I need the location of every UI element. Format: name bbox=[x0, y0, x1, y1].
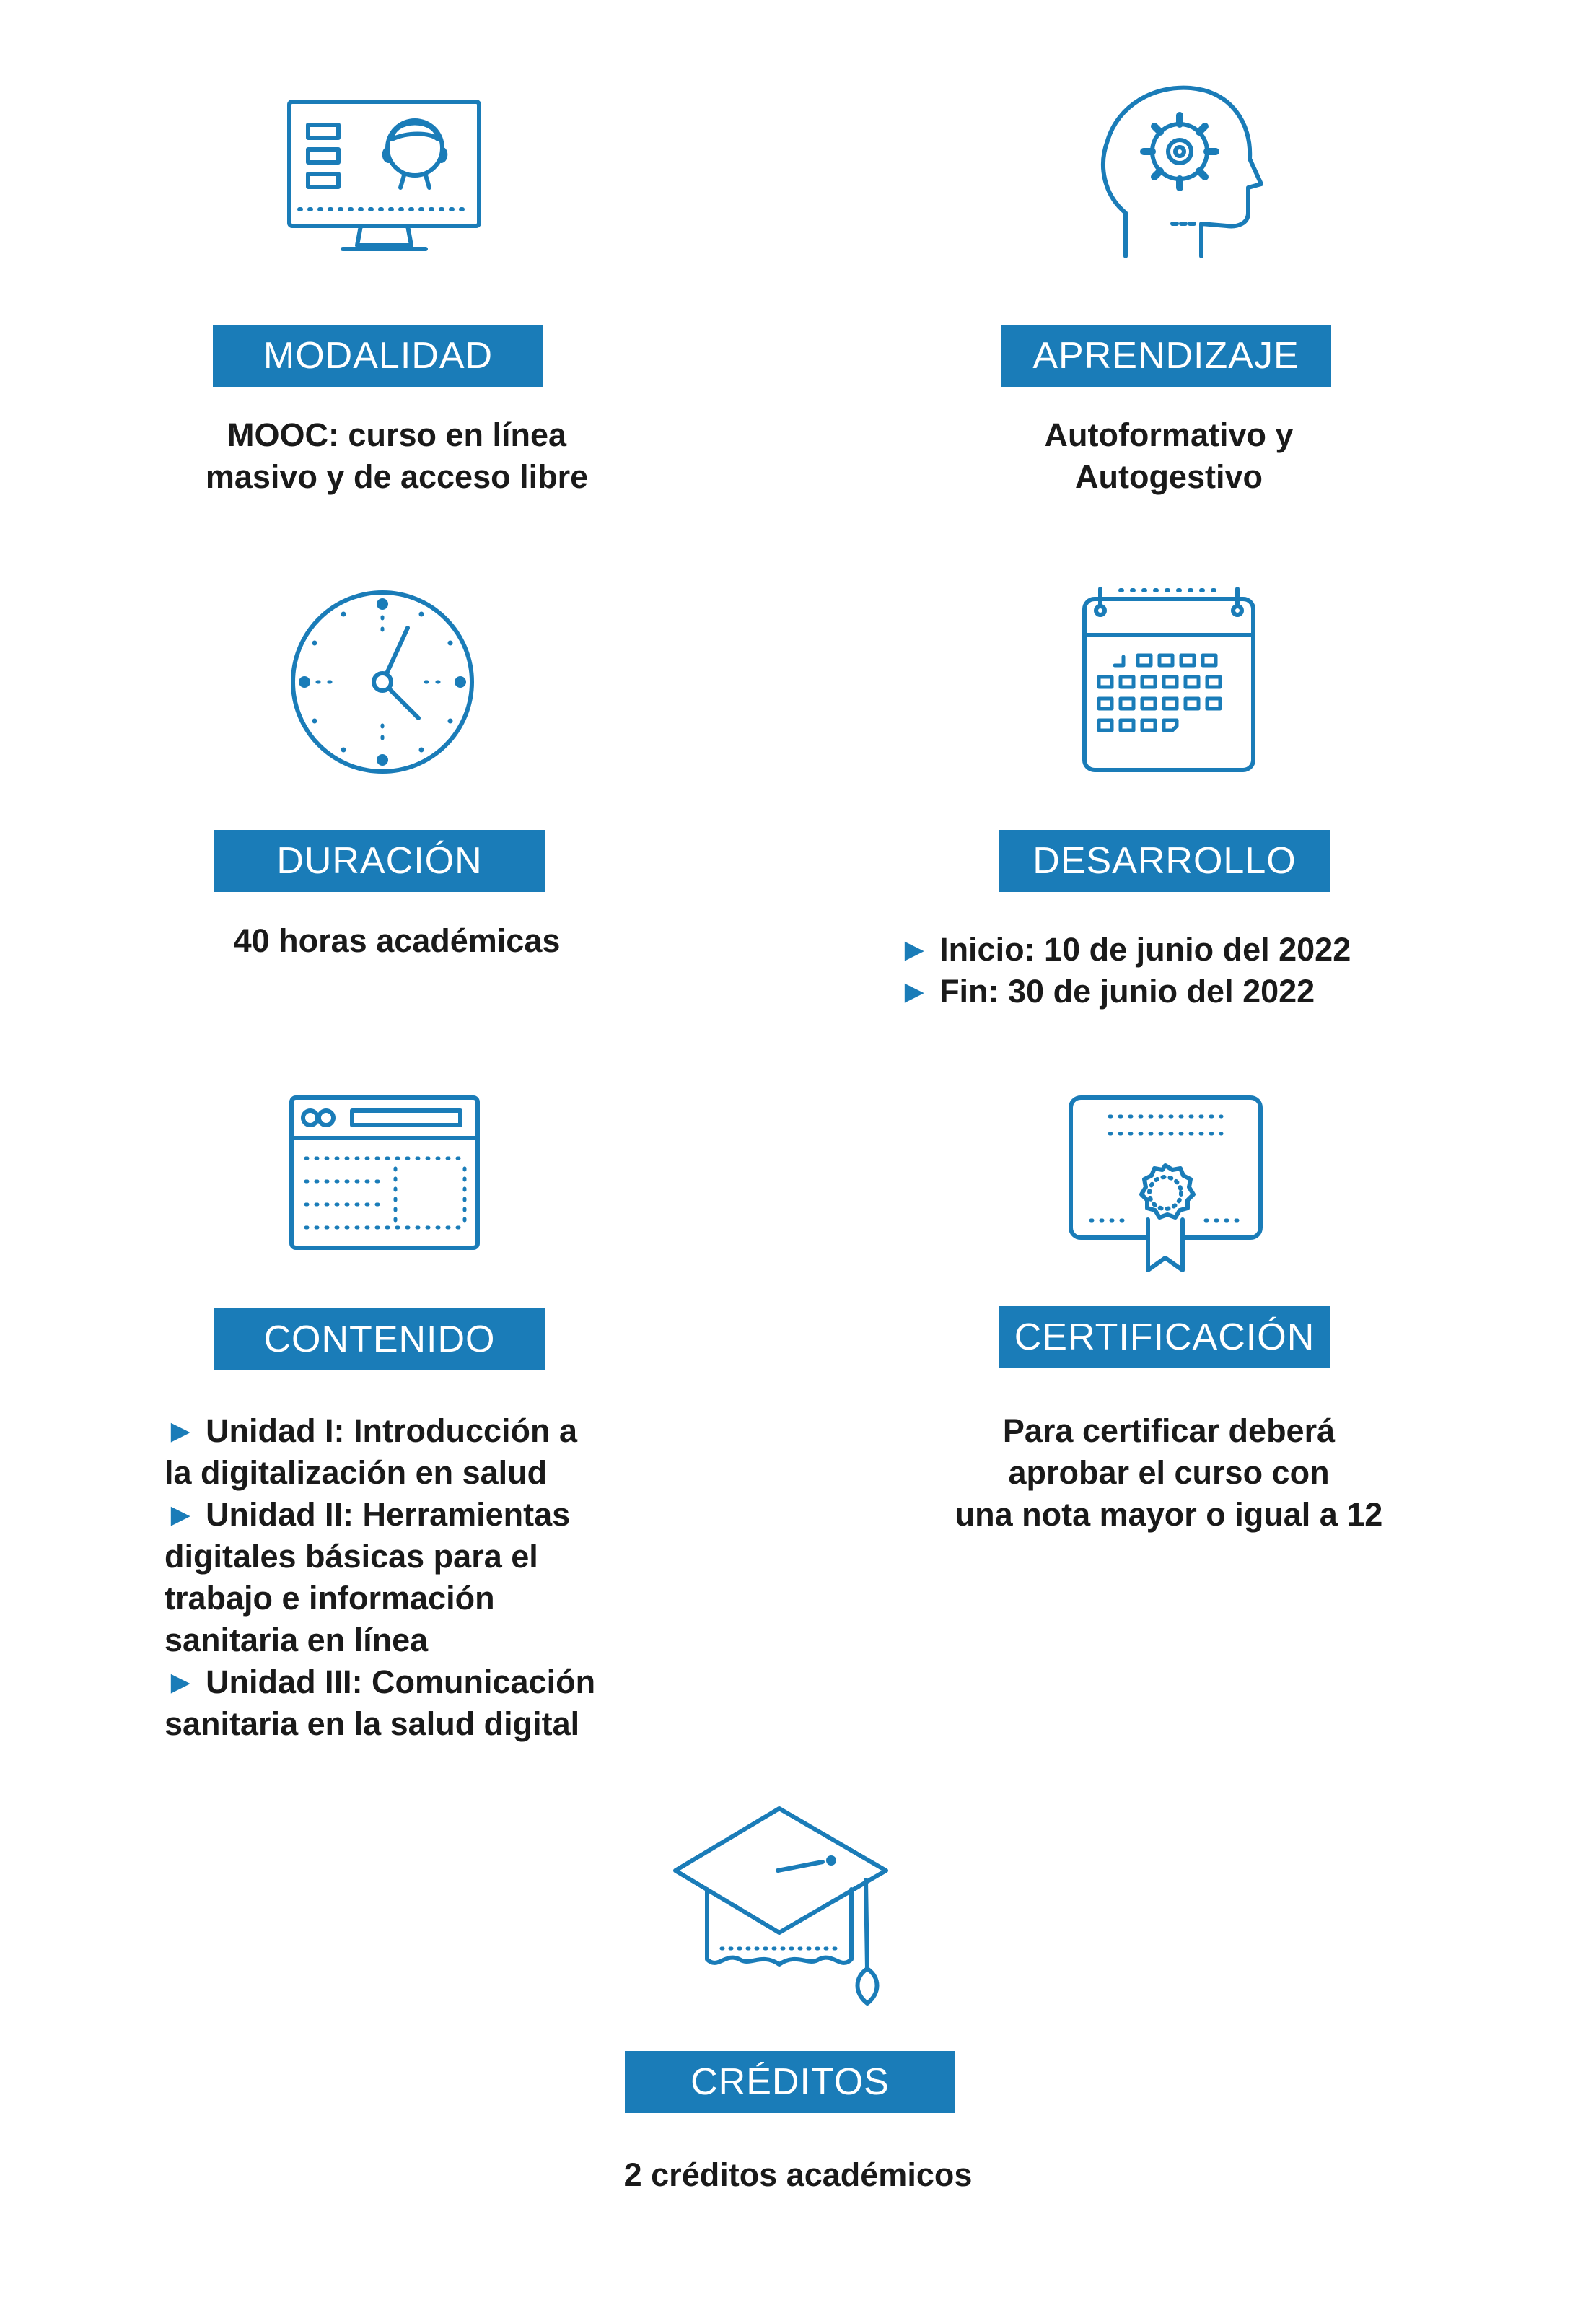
head-gear-icon bbox=[1097, 79, 1263, 260]
contenido-item: ► Unidad III: Comunicación bbox=[165, 1663, 596, 1700]
duracion-description: 40 horas académicas bbox=[233, 922, 561, 959]
duracion-label: DURACIÓN bbox=[214, 830, 545, 892]
contenido-label: CONTENIDO bbox=[214, 1308, 545, 1370]
contenido-description: ► Unidad I: Introducción a la digitaliza… bbox=[165, 1410, 713, 1745]
modalidad-label: MODALIDAD bbox=[213, 325, 543, 387]
certificacion-description: Para certificar deberá aprobar el curso … bbox=[955, 1412, 1383, 1533]
bullet-arrow-icon: ► bbox=[165, 1412, 197, 1449]
certificacion-label: CERTIFICACIÓN bbox=[999, 1306, 1330, 1368]
desarrollo-item: ► Inicio: 10 de junio del 2022 bbox=[898, 931, 1351, 968]
clock-icon bbox=[289, 588, 476, 776]
aprendizaje-description: Autoformativo y Autogestivo bbox=[1044, 416, 1294, 495]
graduation-cap-icon bbox=[671, 1804, 891, 2006]
monitor-user-icon bbox=[285, 97, 483, 260]
desarrollo-description: ► Inicio: 10 de junio del 2022 ► Fin: 30… bbox=[898, 929, 1476, 1012]
aprendizaje-label: APRENDIZAJE bbox=[1001, 325, 1331, 387]
certificate-icon bbox=[1066, 1093, 1265, 1277]
calendar-icon bbox=[1079, 585, 1259, 776]
browser-layout-icon bbox=[287, 1093, 482, 1252]
bullet-arrow-icon: ► bbox=[898, 973, 931, 1010]
contenido-item: ► Unidad II: Herramientas bbox=[165, 1496, 571, 1533]
bullet-arrow-icon: ► bbox=[165, 1663, 197, 1700]
modalidad-description: MOOC: curso en línea masivo y de acceso … bbox=[205, 416, 589, 495]
desarrollo-item: ► Fin: 30 de junio del 2022 bbox=[898, 973, 1315, 1010]
creditos-label: CRÉDITOS bbox=[625, 2051, 955, 2113]
bullet-arrow-icon: ► bbox=[898, 931, 931, 968]
contenido-item: ► Unidad I: Introducción a bbox=[165, 1412, 578, 1449]
bullet-arrow-icon: ► bbox=[165, 1496, 197, 1533]
desarrollo-label: DESARROLLO bbox=[999, 830, 1330, 892]
creditos-description: 2 créditos académicos bbox=[623, 2156, 973, 2193]
